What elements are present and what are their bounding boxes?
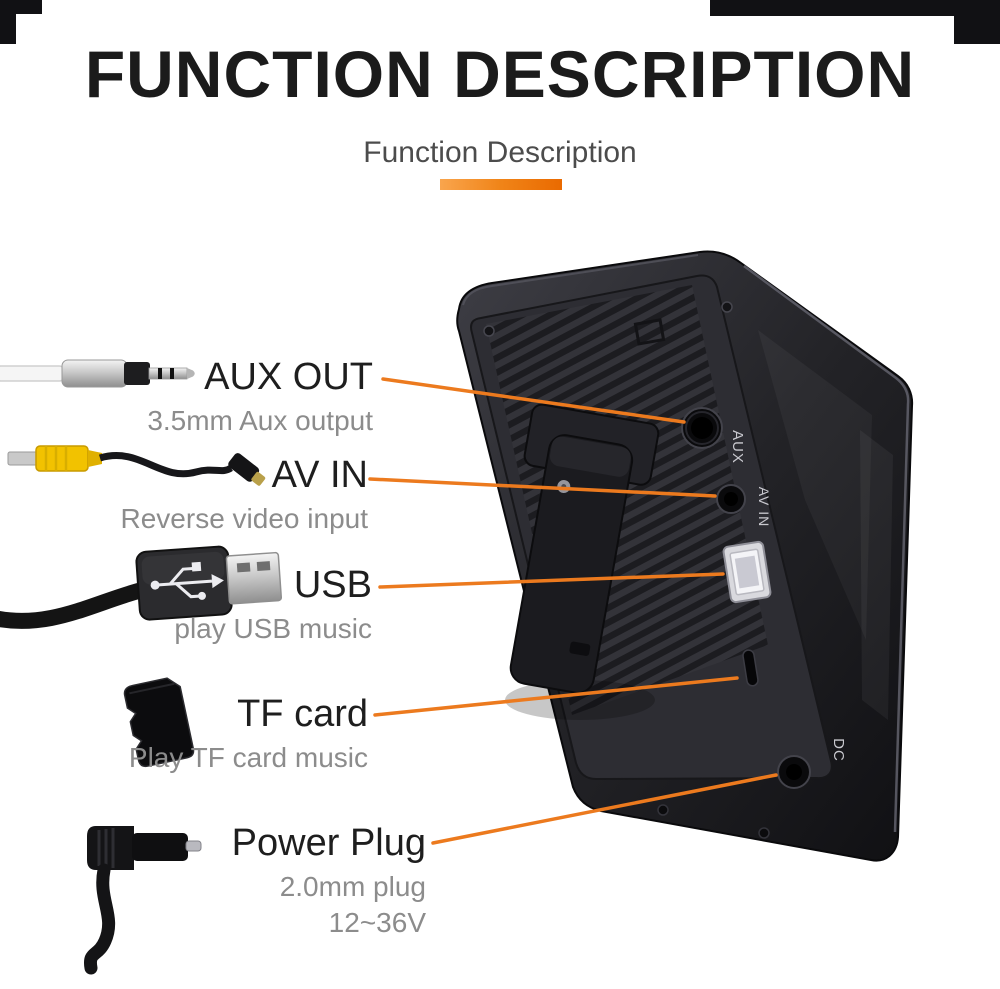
callout-usb-desc: play USB music xyxy=(174,612,372,644)
callout-tf-card-desc: Play TF card music xyxy=(128,741,368,773)
callout-power-plug-label: Power Plug xyxy=(231,822,426,864)
aux-plug-photo xyxy=(0,359,195,388)
subtitle-accent-bar xyxy=(440,179,562,190)
callout-aux-out-label: AUX OUT xyxy=(204,356,373,398)
callout-av-in: AV IN Reverse video input xyxy=(58,454,368,537)
screw-top-left xyxy=(483,325,495,337)
device-top-highlight xyxy=(462,254,699,306)
screw-top-right xyxy=(721,301,733,313)
mount-bracket xyxy=(509,403,660,694)
callout-tf-card-label: TF card xyxy=(237,693,368,735)
tf-card-photo xyxy=(123,677,195,768)
power-plug-photo xyxy=(83,826,202,975)
corner-mark-top-left xyxy=(0,0,42,44)
dc-port-hole xyxy=(786,764,802,780)
device-photo: AUX AV IN DC xyxy=(456,250,914,862)
callout-power-plug-desc: 2.0mm plug xyxy=(279,870,426,902)
back-panel-cutout xyxy=(633,318,666,346)
corner-mark-top-right xyxy=(710,0,1000,44)
device-rim-highlight xyxy=(743,264,910,833)
screw-bottom-left xyxy=(657,804,669,816)
aux-port-label: AUX xyxy=(729,430,746,464)
callout-aux-out: AUX OUT 3.5mm Aux output xyxy=(58,356,373,439)
callout-aux-out-desc: 3.5mm Aux output xyxy=(147,404,373,436)
page-title: FUNCTION DESCRIPTION xyxy=(84,37,916,111)
callout-usb: USB play USB music xyxy=(58,564,372,647)
callout-tf-card: TF card Play TF card music xyxy=(58,693,368,776)
power-callout-line xyxy=(431,773,778,845)
callout-power-plug-desc2: 12~36V xyxy=(328,906,426,938)
dc-port-label: DC xyxy=(830,738,847,762)
aux-port-hole xyxy=(691,417,713,439)
aux-callout-line xyxy=(381,377,686,424)
av-in-callout-line xyxy=(368,477,717,498)
usb-port xyxy=(722,540,772,604)
callout-lines xyxy=(368,377,778,845)
page-subtitle: Function Description xyxy=(363,136,637,169)
callout-av-in-label: AV IN xyxy=(271,454,368,496)
rca-cable-photo xyxy=(7,445,266,486)
aux-port-ring xyxy=(685,411,719,445)
callout-av-in-desc: Reverse video input xyxy=(120,502,368,534)
av-in-port-hole xyxy=(724,492,738,506)
callout-usb-label: USB xyxy=(293,564,372,606)
usb-cable-photo xyxy=(0,545,283,629)
tf-card-slot xyxy=(742,649,759,687)
callout-power-plug: Power Plug 2.0mm plug 12~36V xyxy=(58,822,426,941)
device-side-gloss xyxy=(758,330,872,640)
av-in-port-label: AV IN xyxy=(756,487,772,528)
usb-callout-line xyxy=(378,572,725,589)
screw-bottom-right xyxy=(758,827,770,839)
tf-callout-line xyxy=(373,676,739,717)
device-side-gloss-2 xyxy=(860,430,893,720)
